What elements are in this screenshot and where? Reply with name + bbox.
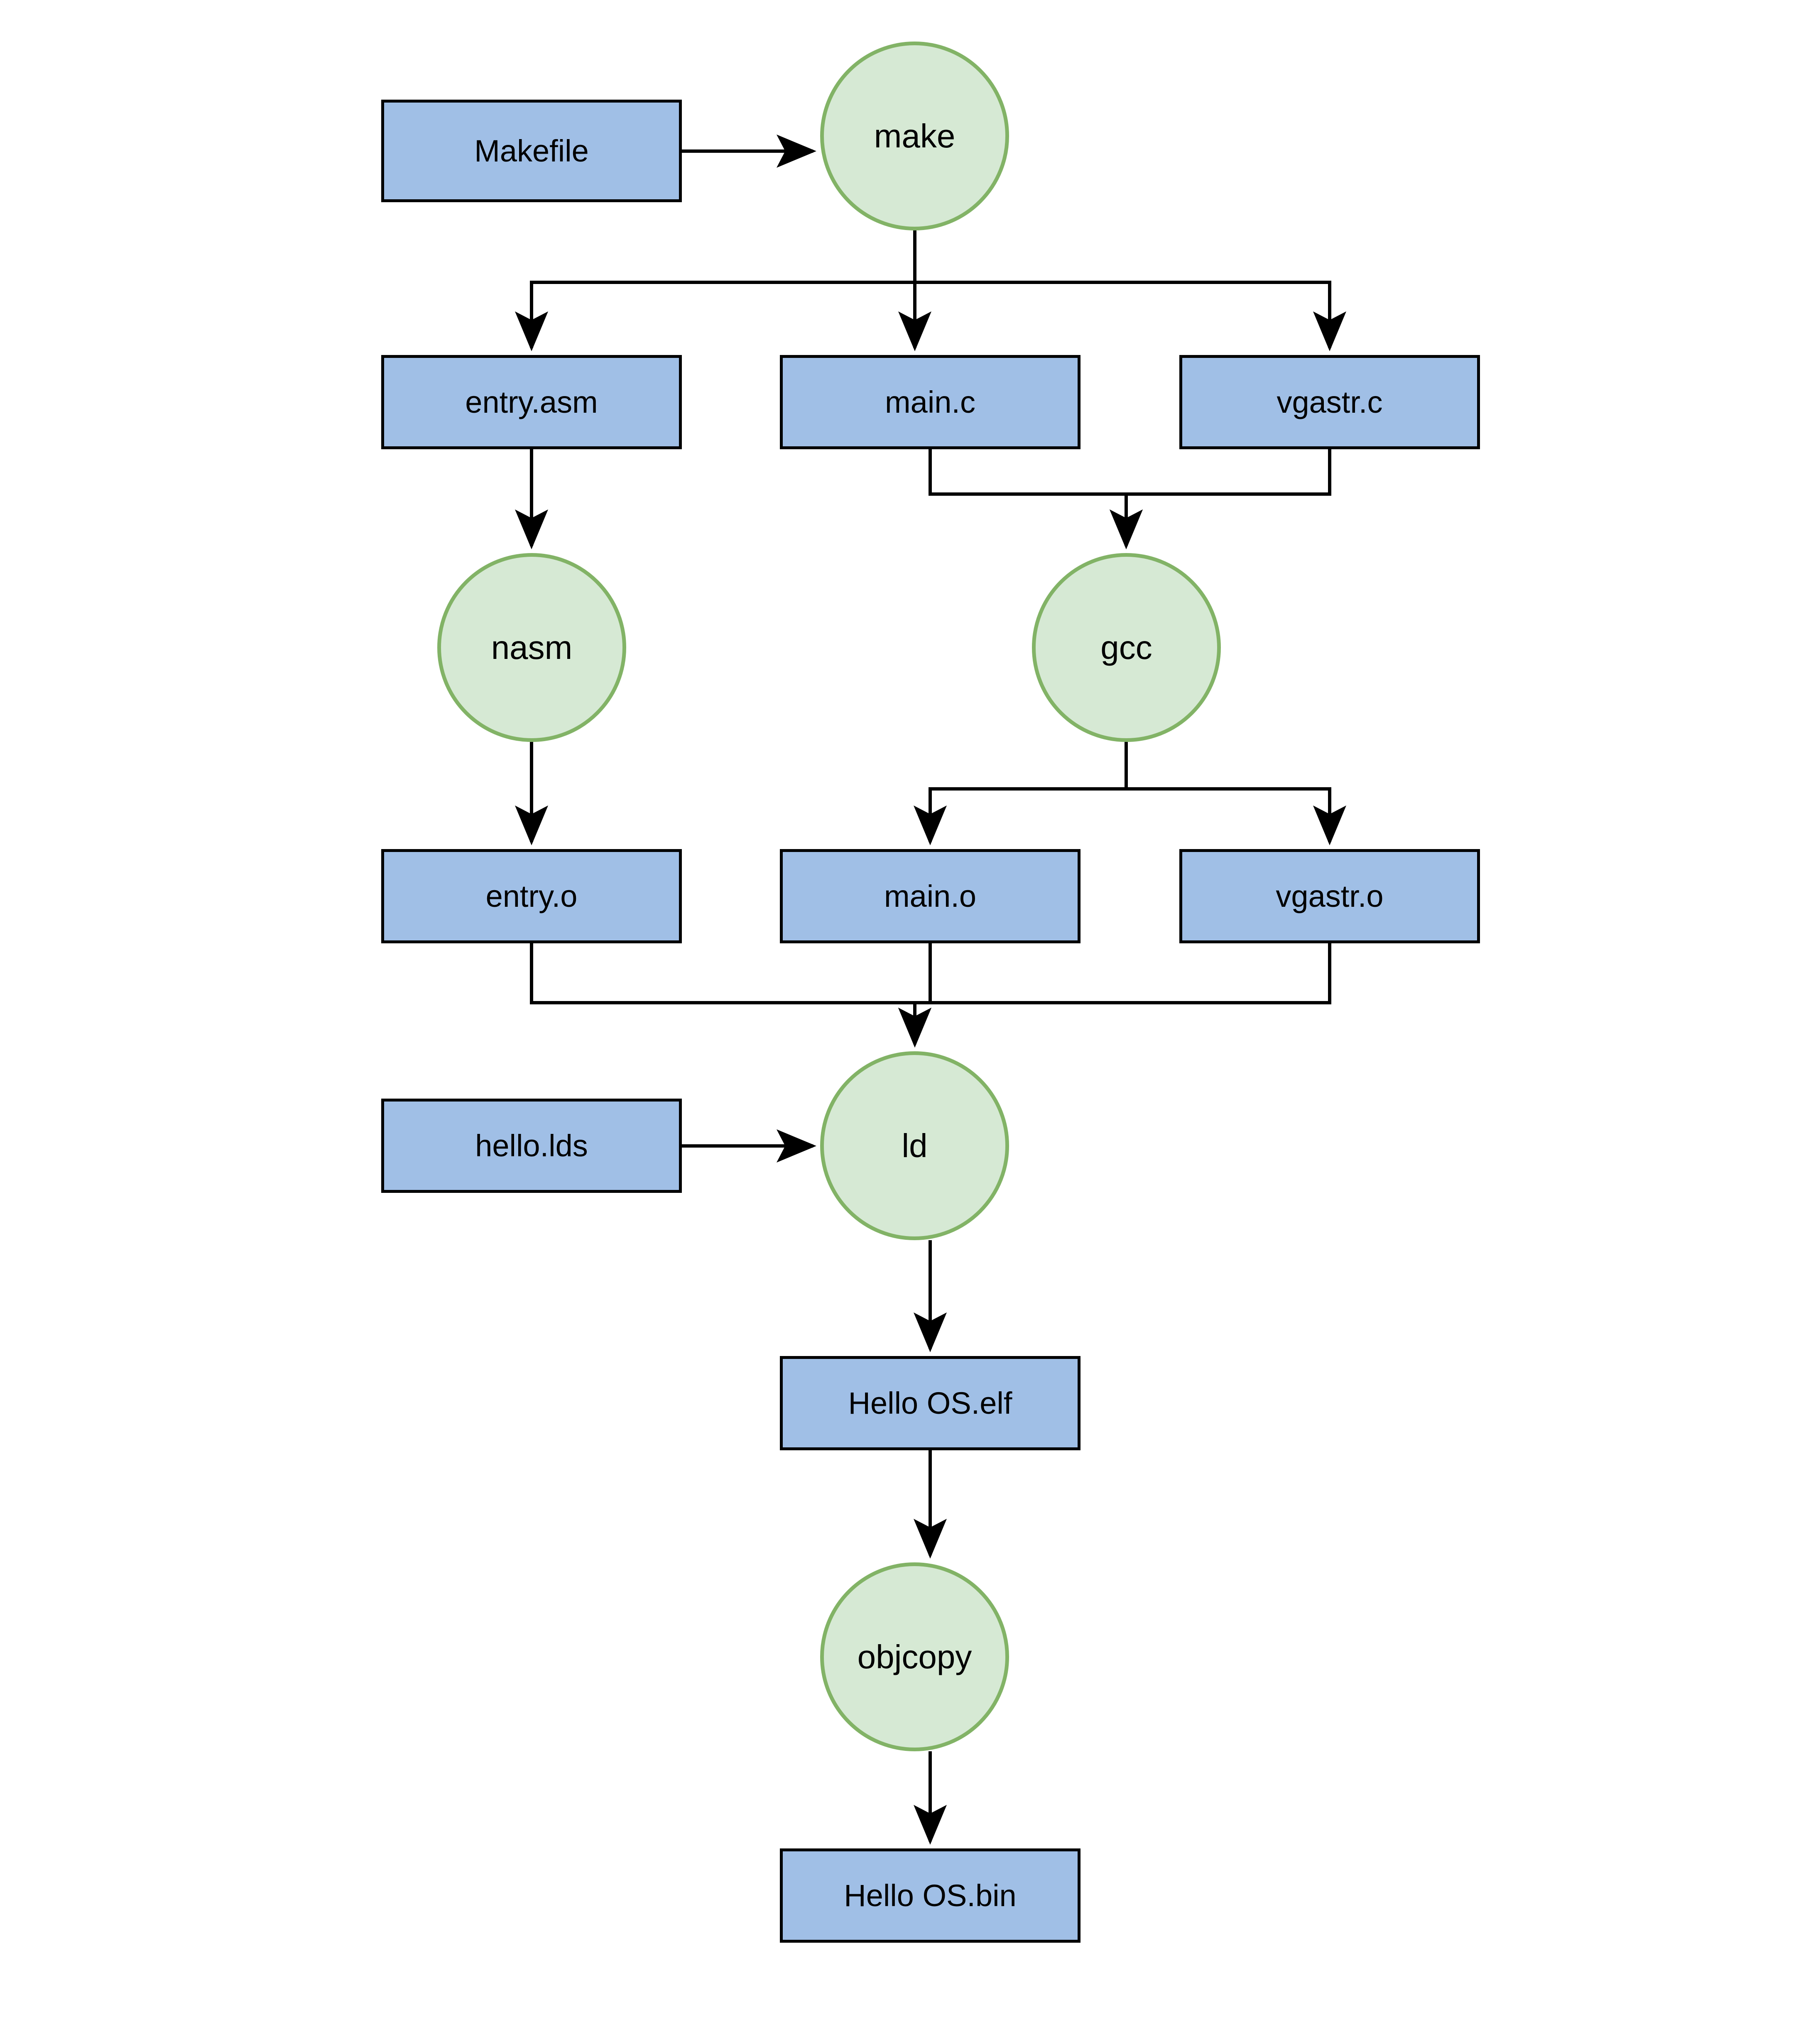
node-label: gcc bbox=[1100, 629, 1152, 666]
edge-entry-o-to-ld bbox=[530, 943, 931, 1048]
edge-make-to-entry-asm bbox=[515, 230, 916, 351]
node-label: main.c bbox=[885, 384, 975, 419]
node-label: vgastr.o bbox=[1276, 879, 1384, 913]
node-make[interactable]: make bbox=[820, 42, 1009, 230]
edge-main-c-to-gcc bbox=[929, 449, 1143, 549]
node-entry-o[interactable]: entry.o bbox=[381, 849, 682, 943]
node-objcopy[interactable]: objcopy bbox=[820, 1562, 1009, 1751]
node-hello-os-bin[interactable]: Hello OS.bin bbox=[780, 1848, 1081, 1943]
node-label: Makefile bbox=[474, 133, 589, 168]
node-label: hello.lds bbox=[475, 1128, 588, 1163]
node-label: Hello OS.elf bbox=[848, 1386, 1012, 1420]
node-nasm[interactable]: nasm bbox=[437, 553, 626, 742]
node-label: make bbox=[874, 117, 956, 154]
node-label: objcopy bbox=[857, 1638, 972, 1675]
edge-make-to-vgastr-c bbox=[913, 230, 1346, 351]
node-label: vgastr.c bbox=[1277, 384, 1383, 419]
node-label: entry.o bbox=[485, 879, 578, 913]
node-gcc[interactable]: gcc bbox=[1032, 553, 1221, 742]
node-entry-asm[interactable]: entry.asm bbox=[381, 355, 682, 449]
node-label: entry.asm bbox=[465, 384, 598, 419]
edge-main-o-to-ld bbox=[898, 943, 932, 1048]
node-vgastr-o[interactable]: vgastr.o bbox=[1179, 849, 1480, 943]
node-vgastr-c[interactable]: vgastr.c bbox=[1179, 355, 1480, 449]
edge-gcc-to-main-o bbox=[914, 742, 1128, 845]
node-label: nasm bbox=[491, 629, 573, 666]
node-label: ld bbox=[902, 1127, 928, 1164]
node-main-c[interactable]: main.c bbox=[780, 355, 1081, 449]
node-main-o[interactable]: main.o bbox=[780, 849, 1081, 943]
node-label: main.o bbox=[884, 879, 977, 913]
edge-gcc-to-vgastr-o bbox=[1125, 742, 1346, 845]
node-hello-lds[interactable]: hello.lds bbox=[381, 1099, 682, 1193]
node-makefile[interactable]: Makefile bbox=[381, 100, 682, 202]
node-hello-os-elf[interactable]: Hello OS.elf bbox=[780, 1356, 1081, 1450]
edge-vgastr-o-to-ld bbox=[898, 943, 1331, 1048]
node-ld[interactable]: ld bbox=[820, 1051, 1009, 1240]
edge-vgastr-c-to-gcc bbox=[1110, 449, 1331, 549]
node-label: Hello OS.bin bbox=[844, 1878, 1017, 1913]
